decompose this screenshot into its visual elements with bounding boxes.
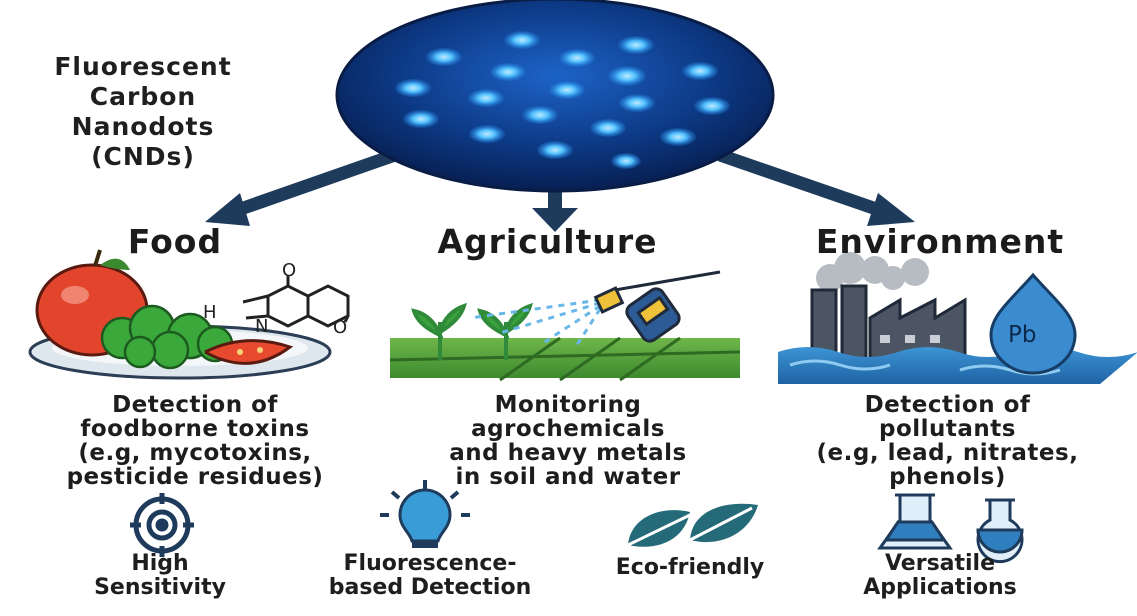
- feature-line: Versatile: [884, 551, 996, 576]
- arrow-right: [717, 148, 888, 219]
- flask-icon: [877, 493, 1024, 564]
- arrow-right-head: [867, 193, 915, 226]
- lightbulb-icon: [380, 480, 470, 548]
- feature-line: Fluorescence-: [343, 551, 517, 576]
- description-agriculture: Monitoring agrochemicals and heavy metal…: [388, 393, 748, 489]
- molecule-atom-o: O: [333, 317, 347, 338]
- desc-line: in soil and water: [455, 464, 681, 490]
- desc-line: (e.g, mycotoxins,: [78, 440, 312, 466]
- lead-drop-label: Pb: [1008, 322, 1036, 348]
- feature-eco-friendly: Eco-friendly: [575, 556, 805, 580]
- feature-line: based Detection: [328, 575, 532, 600]
- arrow-left-head: [205, 193, 250, 226]
- molecule-atom-o: O: [282, 260, 296, 281]
- feature-fluorescence-detection: Fluorescence- based Detection: [280, 552, 580, 600]
- target-icon: [130, 493, 194, 557]
- description-environment: Detection of pollutants (e.g, lead, nitr…: [760, 393, 1135, 489]
- heading-environment: Environment: [815, 222, 1065, 261]
- desc-line: foodborne toxins: [80, 416, 310, 442]
- desc-line: Monitoring: [494, 392, 642, 418]
- nanodots: [395, 31, 730, 169]
- desc-line: and heavy metals: [449, 440, 687, 466]
- arrow-left: [229, 148, 398, 219]
- desc-line: Detection of: [112, 392, 278, 418]
- leaf-icon: [627, 503, 758, 547]
- molecule-atom-n: N: [255, 316, 268, 337]
- sprayer-field-icon: [389, 270, 741, 382]
- desc-line: pesticide residues): [66, 464, 324, 490]
- heading-food: Food: [127, 222, 223, 261]
- feature-high-sensitivity: High Sensitivity: [40, 552, 280, 600]
- desc-line: Detection of: [864, 392, 1031, 418]
- feature-line: Eco-friendly: [615, 555, 765, 580]
- factory-water-icon: Pb: [778, 252, 1137, 384]
- feature-line: Applications: [863, 575, 1017, 600]
- title-line: Carbon: [89, 82, 197, 111]
- lead-drop-icon: [989, 272, 1077, 375]
- title-line: Nanodots: [71, 112, 215, 141]
- title-line: (CNDs): [91, 142, 195, 171]
- fruit-vegetable-plate-icon: [28, 249, 332, 380]
- desc-line: (e.g, lead, nitrates,: [816, 440, 1079, 466]
- feature-line: High: [131, 551, 189, 576]
- mycotoxin-molecule-icon: [242, 276, 350, 328]
- heading-agriculture: Agriculture: [437, 222, 658, 261]
- cnd-title: Fluorescent Carbon Nanodots (CNDs): [8, 52, 278, 172]
- desc-line: pollutants: [879, 416, 1016, 442]
- description-food: Detection of foodborne toxins (e.g, myco…: [15, 393, 375, 489]
- desc-line: agrochemicals: [471, 416, 665, 442]
- desc-line: phenols): [889, 464, 1006, 490]
- arrow-mid-head: [532, 208, 578, 232]
- molecule-atom-h: H: [203, 302, 217, 323]
- feature-line: Sensitivity: [94, 575, 226, 600]
- feature-versatile-applications: Versatile Applications: [810, 552, 1070, 600]
- arrows: [205, 148, 915, 232]
- title-line: Fluorescent: [54, 52, 232, 81]
